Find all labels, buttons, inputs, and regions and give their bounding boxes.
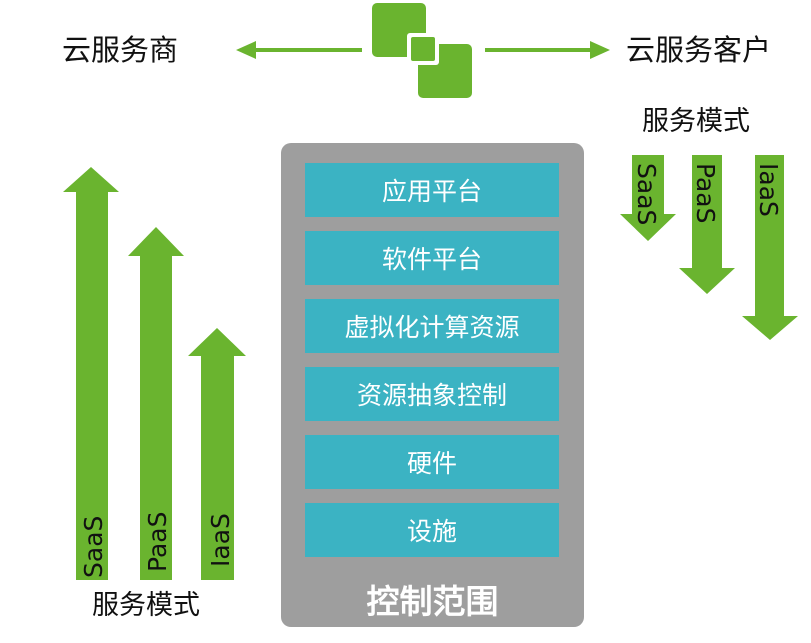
right-arrow-iaas: IaaS bbox=[742, 155, 798, 340]
left-arrow-iaas-label: IaaS bbox=[206, 513, 235, 567]
layer-software-platform: 软件平台 bbox=[305, 231, 559, 285]
left-arrow-paas-label: PaaS bbox=[143, 512, 172, 572]
layer-resource-abstraction: 资源抽象控制 bbox=[305, 367, 559, 421]
right-arrow-paas: PaaS bbox=[679, 155, 735, 294]
right-arrow-iaas-label: IaaS bbox=[754, 163, 783, 217]
customer-arrow bbox=[485, 41, 610, 59]
provider-arrow bbox=[236, 41, 362, 59]
layer-hardware: 硬件 bbox=[305, 435, 559, 489]
provider-label: 云服务商 bbox=[62, 33, 179, 67]
customer-label: 云服务客户 bbox=[626, 33, 772, 67]
left-arrow-iaas: IaaS bbox=[188, 328, 246, 580]
left-arrow-paas: PaaS bbox=[128, 227, 184, 580]
left-arrow-saas: SaaS bbox=[63, 167, 119, 580]
right-arrow-saas: SaaS bbox=[620, 155, 676, 241]
right-arrow-saas-label: SaaS bbox=[632, 163, 661, 225]
layer-application-platform: 应用平台 bbox=[305, 163, 559, 217]
left-arrow-saas-label: SaaS bbox=[79, 516, 108, 578]
connected-squares-logo-icon bbox=[372, 3, 472, 98]
service-model-label-right: 服务模式 bbox=[642, 106, 750, 137]
control-scope-label: 控制范围 bbox=[366, 582, 499, 621]
right-arrow-paas-label: PaaS bbox=[691, 163, 720, 223]
layer-facility: 设施 bbox=[305, 503, 559, 557]
layer-virtualized-compute: 虚拟化计算资源 bbox=[305, 299, 559, 353]
service-model-label-left: 服务模式 bbox=[92, 590, 200, 621]
